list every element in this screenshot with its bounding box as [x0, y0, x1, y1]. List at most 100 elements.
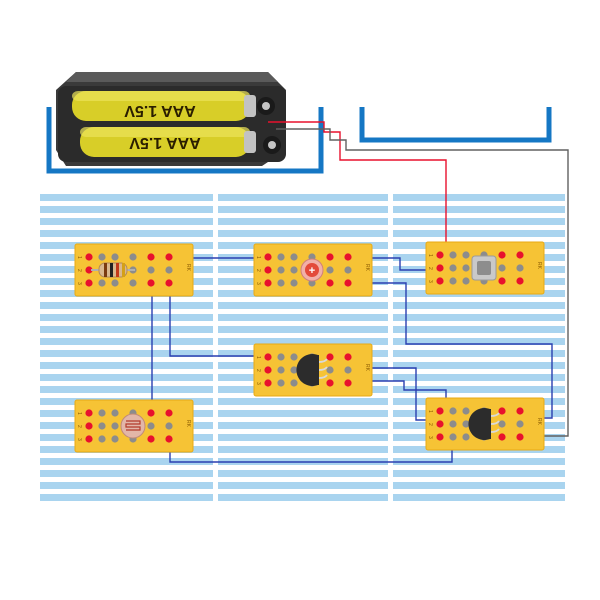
pin-hole [111, 253, 119, 261]
pin-hole [462, 420, 470, 428]
breadboard-strip [218, 230, 388, 237]
pin-number-label: 2 [255, 369, 261, 372]
breadboard-strip [40, 386, 213, 393]
right-tray [359, 107, 552, 143]
pin-hole [147, 279, 155, 287]
breadboard-strip [218, 470, 388, 477]
module-side-label: RK [536, 262, 542, 270]
pin-hole [111, 435, 119, 443]
battery-holder: AAA 1.5V AAA 1.5V [56, 72, 286, 166]
pin-hole [165, 253, 173, 261]
breadboard-strip [393, 218, 565, 225]
pin-hole [165, 422, 173, 430]
pin-hole [498, 433, 506, 441]
pin-hole [165, 266, 173, 274]
pin-hole [98, 409, 106, 417]
breadboard-strip [40, 470, 213, 477]
pin-number-label: 1 [427, 254, 433, 257]
battery-cell-top: AAA 1.5V [72, 91, 256, 121]
pin-hole [449, 433, 457, 441]
breadboard-strip [218, 302, 388, 309]
pin-hole [264, 366, 272, 374]
pin-hole [129, 279, 137, 287]
pin-hole [326, 353, 334, 361]
pin-hole [147, 266, 155, 274]
pin-hole [436, 420, 444, 428]
breadboard-strip [218, 218, 388, 225]
wire [169, 283, 260, 357]
wire [350, 380, 447, 410]
pin-hole [344, 379, 352, 387]
breadboard-strip [393, 470, 565, 477]
breadboard-strip [40, 350, 213, 357]
wire [268, 121, 447, 246]
pin-hole [264, 266, 272, 274]
module-side-label: RK [185, 420, 191, 428]
pin-hole [462, 251, 470, 259]
breadboard-strip [40, 338, 213, 345]
pin-hole [98, 422, 106, 430]
pin-hole [147, 422, 155, 430]
battery-terminal-icon [257, 97, 281, 154]
pin-hole [85, 279, 93, 287]
pin-hole [165, 409, 173, 417]
pin-hole [344, 353, 352, 361]
pin-number-label: 1 [76, 256, 82, 259]
pin-hole [326, 266, 334, 274]
pin-number-label: 3 [76, 282, 82, 285]
pin-hole [277, 253, 285, 261]
led-icon: + [300, 258, 324, 282]
pin-hole [516, 264, 524, 272]
wire [276, 128, 569, 437]
photoresistor-icon [120, 413, 146, 439]
pin-hole [98, 279, 106, 287]
pin-hole [344, 366, 352, 374]
pin-hole [436, 407, 444, 415]
pin-hole [98, 253, 106, 261]
pin-hole [344, 253, 352, 261]
pin-hole [111, 279, 119, 287]
svg-text:+: + [309, 265, 315, 277]
pin-number-label: 2 [76, 425, 82, 428]
breadboard-strip [393, 494, 565, 501]
battery-cell-bottom: AAA 1.5V [80, 127, 256, 157]
pin-hole [277, 279, 285, 287]
breadboard-strip [218, 194, 388, 201]
resistor-icon [91, 262, 135, 278]
breadboard-strip [40, 494, 213, 501]
breadboard-strip [218, 206, 388, 213]
pin-hole [85, 409, 93, 417]
pin-number-label: 1 [255, 356, 261, 359]
breadboard-strip [218, 434, 388, 441]
pin-number-label: 1 [76, 412, 82, 415]
breadboard-strip [40, 458, 213, 465]
pin-hole [436, 251, 444, 259]
breadboard-strip [393, 458, 565, 465]
breadboard-strip [40, 302, 213, 309]
pin-hole [85, 422, 93, 430]
pin-hole [449, 264, 457, 272]
pin-hole [85, 253, 93, 261]
pin-hole [498, 420, 506, 428]
pin-number-label: 3 [427, 280, 433, 283]
breadboard-strip [218, 326, 388, 333]
pin-hole [326, 253, 334, 261]
transistor-icon [468, 408, 500, 440]
wire [352, 257, 426, 271]
breadboard-strip [40, 374, 213, 381]
push-switch-icon [471, 255, 497, 281]
breadboard-strip [393, 482, 565, 489]
pin-hole [498, 407, 506, 415]
breadboard-strip [393, 206, 565, 213]
pin-number-label: 3 [255, 282, 261, 285]
pin-hole [264, 253, 272, 261]
breadboard-strip [218, 446, 388, 453]
pin-hole [264, 353, 272, 361]
pin-hole [129, 253, 137, 261]
breadboard-strip [218, 494, 388, 501]
pin-hole [449, 420, 457, 428]
